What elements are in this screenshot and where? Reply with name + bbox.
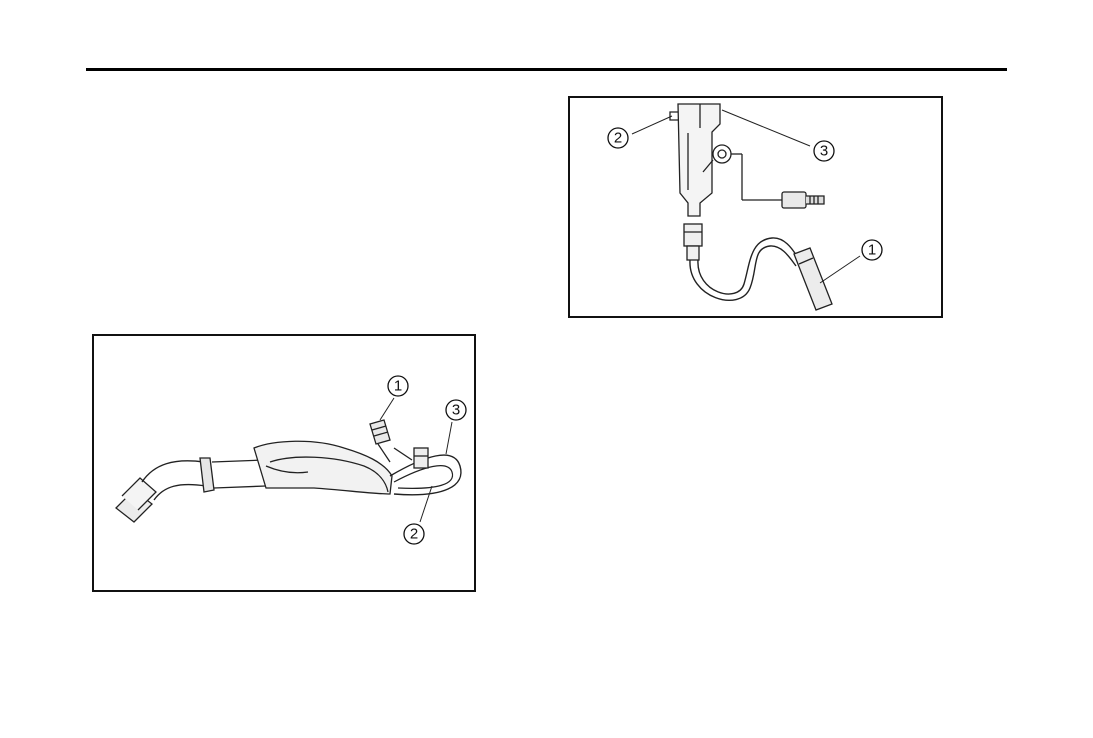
callout-3-circle [813, 140, 835, 162]
callout-2-circle [607, 127, 629, 149]
callout-3-label: 3 [452, 402, 460, 419]
callout-1-circle [387, 375, 409, 397]
callout-1-circle [861, 239, 883, 261]
callout-1-label: 1 [868, 242, 876, 259]
callout-3-label: 3 [820, 143, 828, 160]
callout-3-circle [445, 399, 467, 421]
header-rule [86, 68, 1007, 71]
callout-2-label: 2 [410, 526, 418, 543]
figure-canister-hose: 2 3 1 [568, 96, 943, 318]
figure-exhaust-pipe: 1 3 2 [92, 334, 476, 592]
callout-2-circle [403, 523, 425, 545]
exhaust-pipe-illustration: 1 3 2 [115, 375, 467, 545]
callout-2-label: 2 [614, 130, 622, 147]
callout-1-label: 1 [394, 378, 402, 395]
canister-illustration: 2 3 1 [607, 103, 883, 311]
